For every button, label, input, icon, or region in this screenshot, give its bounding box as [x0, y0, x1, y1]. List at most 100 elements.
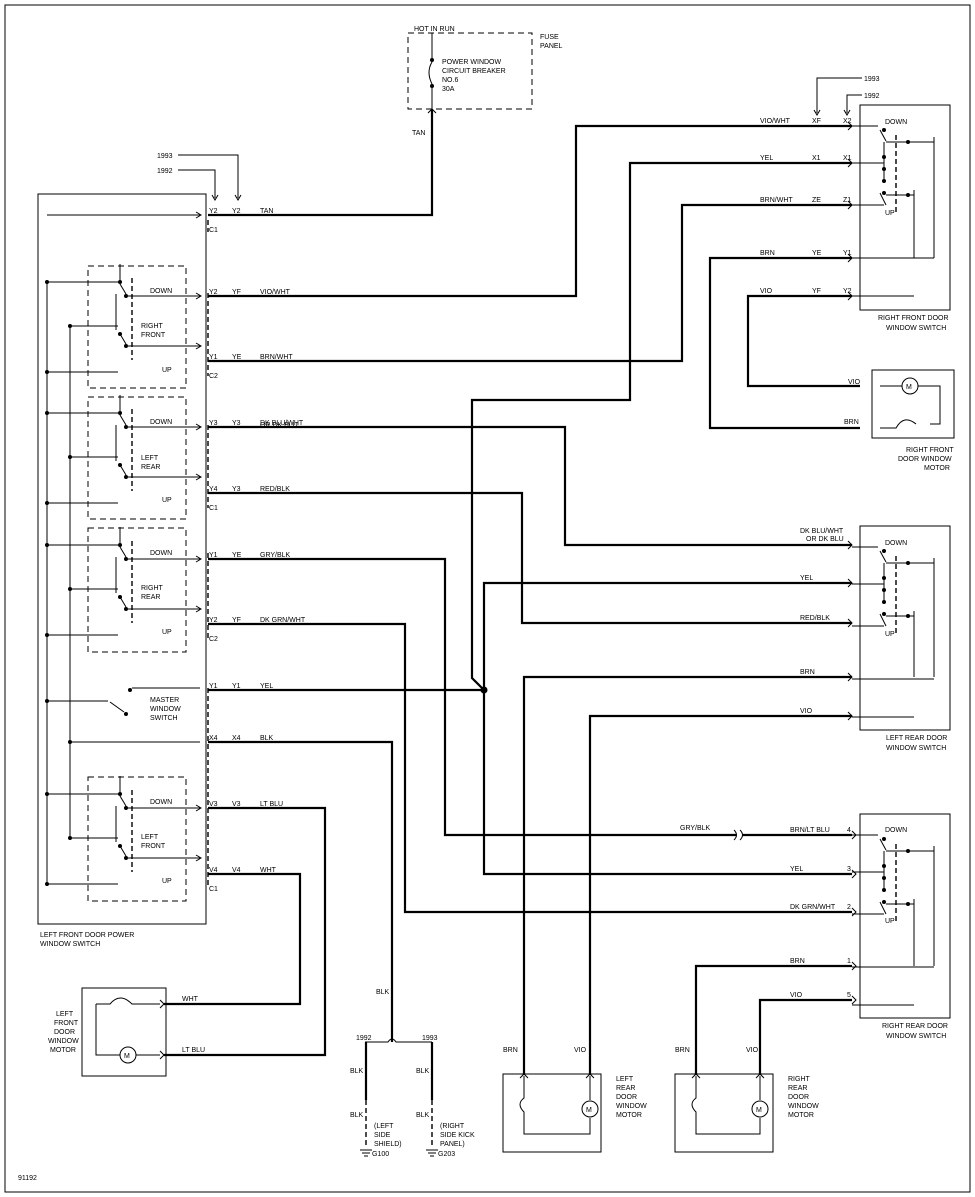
- svg-text:MOTOR: MOTOR: [788, 1112, 814, 1119]
- svg-text:SHIELD): SHIELD): [374, 1141, 402, 1148]
- connector-terminal: [851, 961, 857, 971]
- left-rear-door-motor: BRN VIO LEFT REAR DOOR WINDOW MOTOR M: [502, 1047, 647, 1153]
- wire-color-label: VIO/WHT: [760, 118, 791, 125]
- svg-text:DOOR WINDOW: DOOR WINDOW: [898, 456, 952, 463]
- pin-1993: Y1: [232, 683, 241, 690]
- svg-text:WINDOW SWITCH: WINDOW SWITCH: [886, 325, 946, 332]
- svg-text:1992: 1992: [864, 93, 880, 100]
- svg-text:NO.6: NO.6: [442, 77, 458, 84]
- svg-text:TAN: TAN: [412, 130, 425, 137]
- svg-text:LEFT: LEFT: [616, 1076, 634, 1083]
- motor-icon: M: [586, 1107, 592, 1114]
- connector-terminal: [847, 540, 853, 550]
- pin-number: 4: [847, 827, 851, 834]
- wire-color-label: BRN/LT BLU: [790, 827, 830, 834]
- svg-text:DOWN: DOWN: [150, 550, 172, 557]
- svg-text:1992: 1992: [356, 1035, 372, 1042]
- svg-text:BRN: BRN: [675, 1047, 690, 1054]
- right-rear-door-switch: DOWN UP RIGHT REAR DOOR WINDOW SWITCH GR…: [680, 813, 951, 1040]
- pin-1993: Y2: [232, 208, 241, 215]
- left-rear-door-switch: DOWN UP LEFT REAR DOOR WINDOW SWITCH: [859, 525, 951, 752]
- svg-text:PANEL: PANEL: [540, 43, 563, 50]
- svg-text:MOTOR: MOTOR: [924, 465, 950, 472]
- wire-color-label: VIO: [790, 992, 803, 999]
- pin-1993: YF: [812, 288, 821, 295]
- svg-text:DOWN: DOWN: [885, 119, 907, 126]
- svg-text:RIGHT REAR DOOR: RIGHT REAR DOOR: [882, 1023, 948, 1030]
- svg-text:DOWN: DOWN: [150, 799, 172, 806]
- svg-text:REAR: REAR: [788, 1085, 807, 1092]
- pin-1993: YF: [232, 289, 241, 296]
- connector-terminal: [847, 121, 853, 131]
- wire-color-label: OR DK BLU: [806, 536, 844, 543]
- wire-color-label: DK BLU/WHT: [260, 420, 304, 427]
- svg-text:WHT: WHT: [182, 996, 199, 1003]
- svg-text:DOWN: DOWN: [150, 419, 172, 426]
- connector-terminal: [847, 253, 853, 263]
- wire-color-label: YEL: [260, 683, 273, 690]
- svg-text:1992: 1992: [157, 168, 173, 175]
- wire-color-label: VIO/WHT: [260, 289, 291, 296]
- connector-terminal: [851, 830, 857, 840]
- svg-text:SIDE KICK: SIDE KICK: [440, 1132, 475, 1139]
- wire-color-label: VIO: [800, 708, 813, 715]
- pin-number: 2: [847, 904, 851, 911]
- wire-color-label: RED/BLK: [800, 615, 830, 622]
- main-wires: [164, 124, 860, 1075]
- svg-text:WINDOW: WINDOW: [48, 1038, 79, 1045]
- connector-terminal: [851, 907, 857, 917]
- svg-text:POWER WINDOW: POWER WINDOW: [442, 59, 501, 66]
- svg-text:1993: 1993: [157, 153, 173, 160]
- right-front-door-switch: DOWN UP RIGHT FRONT DOOR WINDOW SWITCH 1…: [813, 76, 951, 332]
- svg-text:HOT IN RUN: HOT IN RUN: [414, 26, 455, 33]
- svg-text:BRN: BRN: [503, 1047, 518, 1054]
- connector-terminal: [847, 158, 853, 168]
- wire-color-label: OR DK BLU: [260, 422, 298, 429]
- pin-1992: Y4: [209, 486, 218, 493]
- pin-1993: Y3: [232, 486, 241, 493]
- svg-text:LEFT FRONT DOOR POWER: LEFT FRONT DOOR POWER: [40, 932, 134, 939]
- wire-color-label: BRN/WHT: [260, 354, 293, 361]
- connector-terminal: [847, 711, 853, 721]
- svg-text:G203: G203: [438, 1151, 455, 1158]
- connector-label: C1: [209, 227, 218, 234]
- svg-text:BLK: BLK: [416, 1112, 430, 1119]
- pin-1992: Z1: [843, 197, 851, 204]
- wire-color-label: DK BLU/WHT: [800, 528, 844, 535]
- svg-text:UP: UP: [885, 210, 895, 217]
- svg-text:BLK: BLK: [376, 989, 390, 996]
- wire-color-label: DK GRN/WHT: [790, 904, 836, 911]
- pin-1993: X1: [812, 155, 821, 162]
- switch-left-front: DOWN LEFT FRONT UP: [87, 776, 187, 902]
- motor-icon: M: [124, 1053, 130, 1060]
- wire-color-label: BLK: [260, 735, 274, 742]
- svg-text:FRONT: FRONT: [141, 332, 166, 339]
- svg-text:WINDOW: WINDOW: [616, 1103, 647, 1110]
- pin-1992: Y2: [843, 288, 852, 295]
- motor-icon: M: [906, 384, 912, 391]
- pin-1993: XF: [812, 118, 821, 125]
- svg-text:CIRCUIT BREAKER: CIRCUIT BREAKER: [442, 68, 506, 75]
- master-switch-contacts: [45, 264, 202, 886]
- svg-text:FUSE: FUSE: [540, 34, 559, 41]
- svg-text:WINDOW: WINDOW: [788, 1103, 819, 1110]
- pin-1993: YE: [812, 250, 822, 257]
- wire-color-label: VIO: [760, 288, 773, 295]
- pin-1992: Y3: [209, 420, 218, 427]
- connector-label: C1: [209, 886, 218, 893]
- pin-1993: YE: [232, 552, 242, 559]
- svg-text:MASTER: MASTER: [150, 697, 179, 704]
- pin-1992: Y2: [209, 289, 218, 296]
- connector-terminal: [847, 618, 853, 628]
- wire-color-label: YEL: [790, 866, 803, 873]
- svg-text:PANEL): PANEL): [440, 1141, 465, 1148]
- connector-label: C2: [209, 373, 218, 380]
- pin-1993: Y3: [232, 420, 241, 427]
- motor-icon: M: [756, 1107, 762, 1114]
- connector-terminal: [847, 578, 853, 588]
- svg-text:WINDOW: WINDOW: [150, 706, 181, 713]
- svg-text:G100: G100: [372, 1151, 389, 1158]
- pin-1992: Y2: [209, 617, 218, 624]
